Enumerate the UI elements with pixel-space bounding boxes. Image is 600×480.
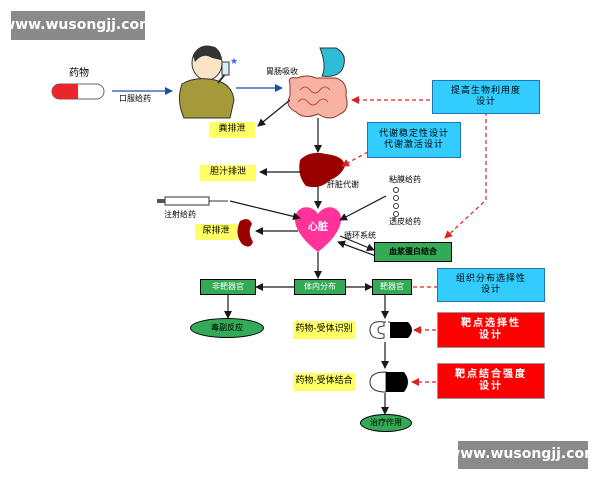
- oral-arrows: [112, 84, 283, 95]
- receptor-binding-box: 药物-受体结合: [293, 373, 355, 391]
- mucosal-label: 粘膜给药: [389, 175, 421, 184]
- circulation-label: 循环系统: [344, 231, 376, 240]
- toxic-reaction-ellipse: 毒副反应: [190, 318, 264, 338]
- receptor-recognition-box: 药物-受体识别: [293, 321, 355, 339]
- receptor-recognition-icon: [369, 321, 412, 339]
- tissue-distribution-design-box: 组织分布选择性 设计: [437, 268, 545, 302]
- receptor-binding-icon: [369, 371, 408, 393]
- target-organ-box: 靶器官: [372, 279, 412, 295]
- target-selectivity-design-box: 靶点选择性 设计: [437, 312, 545, 348]
- target-affinity-design-box: 靶点结合强度 设计: [437, 363, 545, 399]
- heart-label: 心脏: [308, 221, 328, 233]
- drug-label: 药物: [69, 68, 89, 80]
- plasma-protein-binding-box: 血浆蛋白结合: [374, 242, 452, 262]
- bile-excretion-box: 胆汁排泄: [200, 165, 256, 181]
- oral-label: 口服给药: [119, 94, 151, 103]
- transdermal-label: 透皮给药: [389, 217, 421, 226]
- therapeutic-effect-ellipse: 治疗作用: [360, 414, 412, 432]
- heart-icon: [294, 207, 342, 252]
- syringe-icon: [157, 196, 228, 206]
- person-drinking-icon: ★: [178, 45, 238, 119]
- bioavailability-design-box: 提高生物利用度 设计: [432, 80, 540, 114]
- svg-text:★: ★: [230, 57, 238, 67]
- watermark-bottom: www.wusongjj.com: [447, 441, 599, 469]
- watermark-top: www.wusongjj.com: [2, 11, 154, 40]
- pill-icon: [51, 83, 105, 100]
- digestive-system-icon: [287, 47, 348, 119]
- metabolic-design-box: 代谢稳定性设计 代谢激活设计: [367, 122, 461, 158]
- urine-excretion-box: 尿排泄: [195, 224, 237, 240]
- injection-label: 注射给药: [164, 210, 196, 219]
- fecal-excretion-box: 粪排泄: [209, 122, 255, 138]
- gi-absorption-label: 胃肠吸收: [266, 67, 298, 76]
- liver-icon: [299, 152, 345, 188]
- flow-arrows: [224, 99, 389, 415]
- in-vivo-distribution-box: 体内分布: [294, 279, 346, 295]
- liver-metabolism-label: 肝脏代谢: [327, 180, 359, 189]
- kidney-icon: [237, 219, 253, 247]
- non-target-organ-box: 非靶器官: [200, 279, 256, 295]
- absorption-dots-icon: [393, 187, 399, 217]
